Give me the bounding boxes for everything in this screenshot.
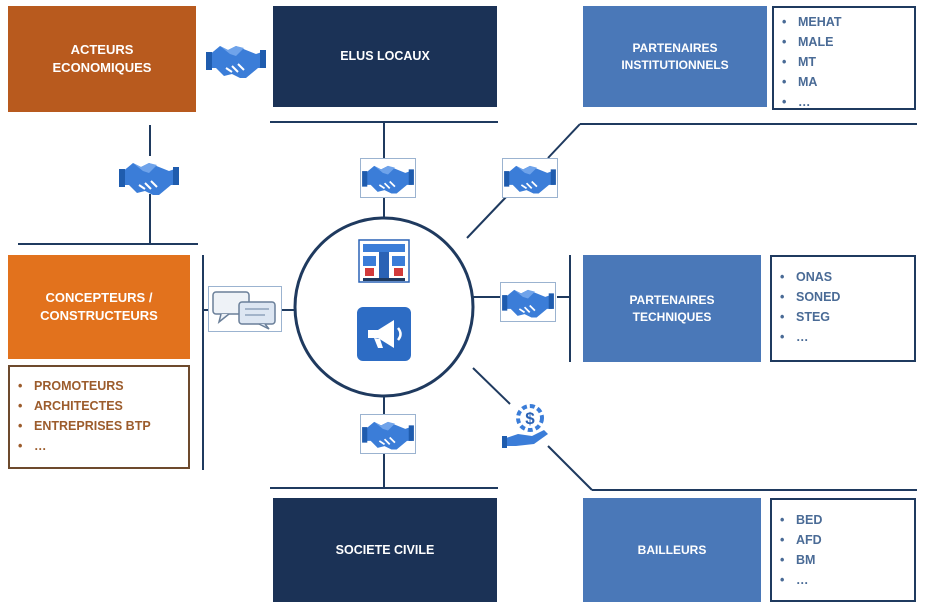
svg-text:$: $ — [525, 409, 535, 428]
partenaires-techniques-box: PARTENAIRES TECHNIQUES — [583, 255, 761, 362]
megaphone-icon — [357, 307, 411, 361]
list-item: … — [780, 327, 908, 347]
institutionnels-list: MEHAT MALE MT MA … — [772, 6, 916, 110]
societe-civile-box: SOCIETE CIVILE — [273, 498, 497, 602]
building-icon — [358, 239, 410, 283]
bailleurs-box: BAILLEURS — [583, 498, 761, 602]
handshake-frame — [360, 414, 416, 454]
constructeurs-list: PROMOTEURS ARCHITECTES ENTREPRISES BTP … — [8, 365, 190, 469]
chat-bubbles-frame — [208, 286, 282, 332]
handshake-icon — [361, 165, 415, 195]
list-item: MALE — [782, 32, 908, 52]
list-item: MT — [782, 52, 908, 72]
handshake-icon — [361, 421, 415, 451]
handshake-icon — [501, 289, 555, 319]
money-hand-icon: $ — [502, 404, 548, 448]
handshake-frame — [500, 282, 556, 322]
acteurs-economiques-box: ACTEURS ECONOMIQUES — [8, 6, 196, 112]
handshake-icon — [503, 165, 557, 195]
list-item: BM — [780, 550, 908, 570]
list-item: SONED — [780, 287, 908, 307]
list-item: AFD — [780, 530, 908, 550]
list-item: ENTREPRISES BTP — [18, 416, 182, 436]
list-item: MEHAT — [782, 12, 908, 32]
list-item: ARCHITECTES — [18, 396, 182, 416]
list-item: BED — [780, 510, 908, 530]
handshake-frame — [502, 158, 558, 198]
elus-locaux-box: ELUS LOCAUX — [273, 6, 497, 107]
list-item: … — [780, 570, 908, 590]
partenaires-institutionnels-box: PARTENAIRES INSTITUTIONNELS — [583, 6, 767, 107]
handshake-frame — [360, 158, 416, 198]
list-item: MA — [782, 72, 908, 92]
handshake-icon — [205, 45, 267, 79]
handshake-icon — [118, 162, 180, 196]
list-item: PROMOTEURS — [18, 376, 182, 396]
list-item: ONAS — [780, 267, 908, 287]
chat-bubbles-icon — [212, 291, 276, 330]
bailleurs-list: BED AFD BM … — [770, 498, 916, 602]
list-item: … — [18, 436, 182, 456]
techniques-list: ONAS SONED STEG … — [770, 255, 916, 362]
list-item: STEG — [780, 307, 908, 327]
concepteurs-constructeurs-box: CONCEPTEURS / CONSTRUCTEURS — [8, 255, 190, 359]
list-item: … — [782, 92, 908, 112]
